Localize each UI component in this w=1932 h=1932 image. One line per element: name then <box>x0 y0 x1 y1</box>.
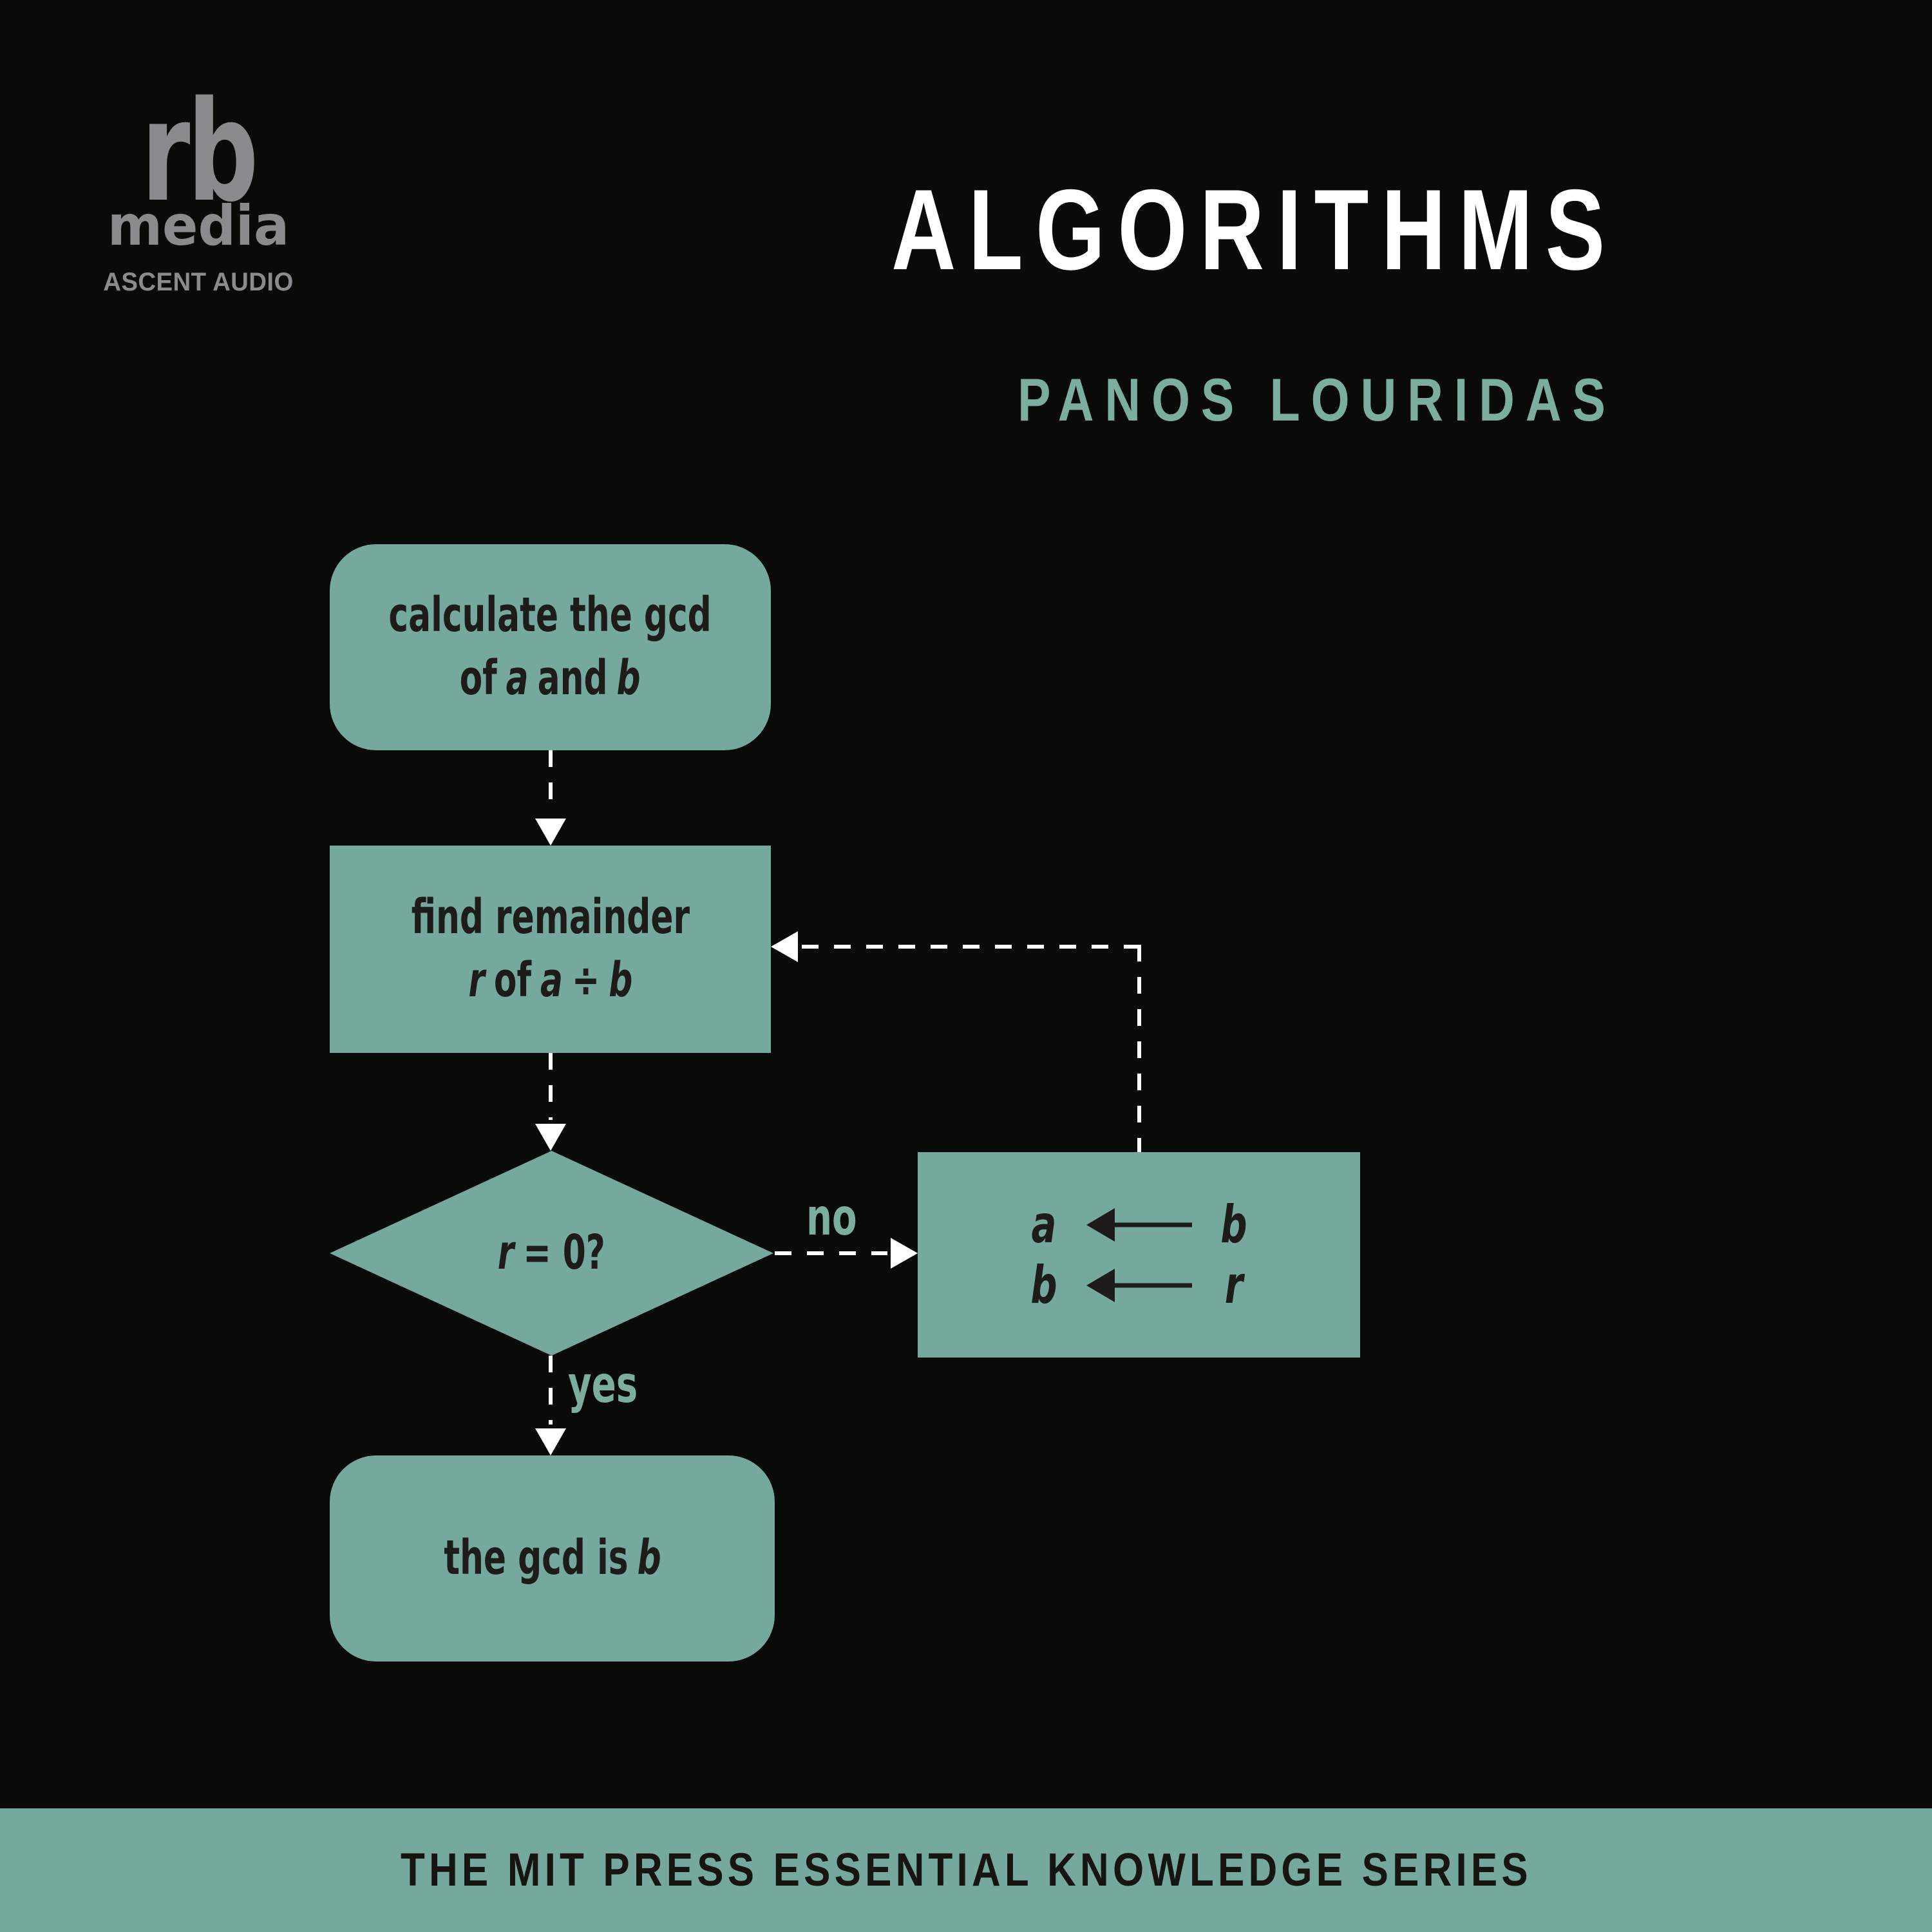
variable-b: b <box>608 952 633 1008</box>
connector-no-branch <box>775 1251 887 1255</box>
decision-node-text: r= 0? <box>330 1151 773 1356</box>
connector-start-to-remainder <box>549 750 553 815</box>
flowchart-swap-node: a b b r <box>918 1152 1360 1358</box>
start-line1: calculate the gcd <box>388 587 712 643</box>
yes-branch-label: yes <box>568 1356 638 1414</box>
arrowhead-left-icon <box>771 931 798 962</box>
publisher-logo-media: media <box>107 194 290 258</box>
decision-text-line: r= 0? <box>498 1222 605 1285</box>
variable-b: b <box>1220 1194 1247 1255</box>
series-banner: THE MIT PRESS ESSENTIAL KNOWLEDGE SERIES <box>0 1808 1932 1932</box>
no-branch-label: no <box>806 1189 857 1247</box>
swap-row-a-gets-b: a b <box>1025 1194 1253 1255</box>
connector-feedback-horizontal <box>802 945 1141 949</box>
remainder-line1: find remainder <box>411 889 690 945</box>
arrowhead-down-icon <box>535 1124 566 1151</box>
variable-r: r <box>497 1225 515 1281</box>
connector-remainder-to-decision <box>549 1053 553 1120</box>
variable-b: b <box>637 1530 661 1586</box>
end-prefix: the gcd is <box>443 1530 629 1586</box>
publisher-tagline: ASCENT AUDIO <box>103 268 294 296</box>
variable-b: b <box>1030 1255 1057 1315</box>
author-name: PANOS LOURIDAS <box>1018 366 1616 433</box>
rb-media-logo-icon: rb <box>141 71 259 232</box>
variable-a: a <box>1031 1194 1057 1255</box>
swap-row-b-gets-r: b r <box>1025 1255 1253 1315</box>
connector-feedback-vertical <box>1137 945 1141 1152</box>
arrowhead-down-icon <box>535 819 566 846</box>
variable-a: a <box>540 952 563 1008</box>
variable-a: a <box>506 650 529 706</box>
flowchart-decision-diamond <box>330 1151 773 1356</box>
decision-condition: = 0? <box>523 1225 606 1281</box>
assignment-arrow-left-icon <box>1086 1208 1192 1242</box>
variable-b: b <box>616 650 641 706</box>
variable-r: r <box>1224 1255 1244 1315</box>
arrowhead-right-icon <box>891 1238 918 1269</box>
assignment-arrow-left-icon <box>1086 1268 1192 1302</box>
variable-r: r <box>468 952 485 1008</box>
start-word-of: of <box>459 650 498 706</box>
swap-assignments: a b b r <box>1025 1194 1253 1315</box>
division-sign: ÷ <box>571 952 600 1008</box>
remainder-word-of: of <box>493 952 531 1008</box>
connector-yes-branch <box>549 1356 553 1425</box>
start-word-and: and <box>538 650 608 706</box>
book-title: ALGORITHMS <box>891 166 1618 294</box>
series-banner-text: THE MIT PRESS ESSENTIAL KNOWLEDGE SERIES <box>400 1844 1532 1896</box>
arrowhead-down-icon <box>535 1428 566 1455</box>
